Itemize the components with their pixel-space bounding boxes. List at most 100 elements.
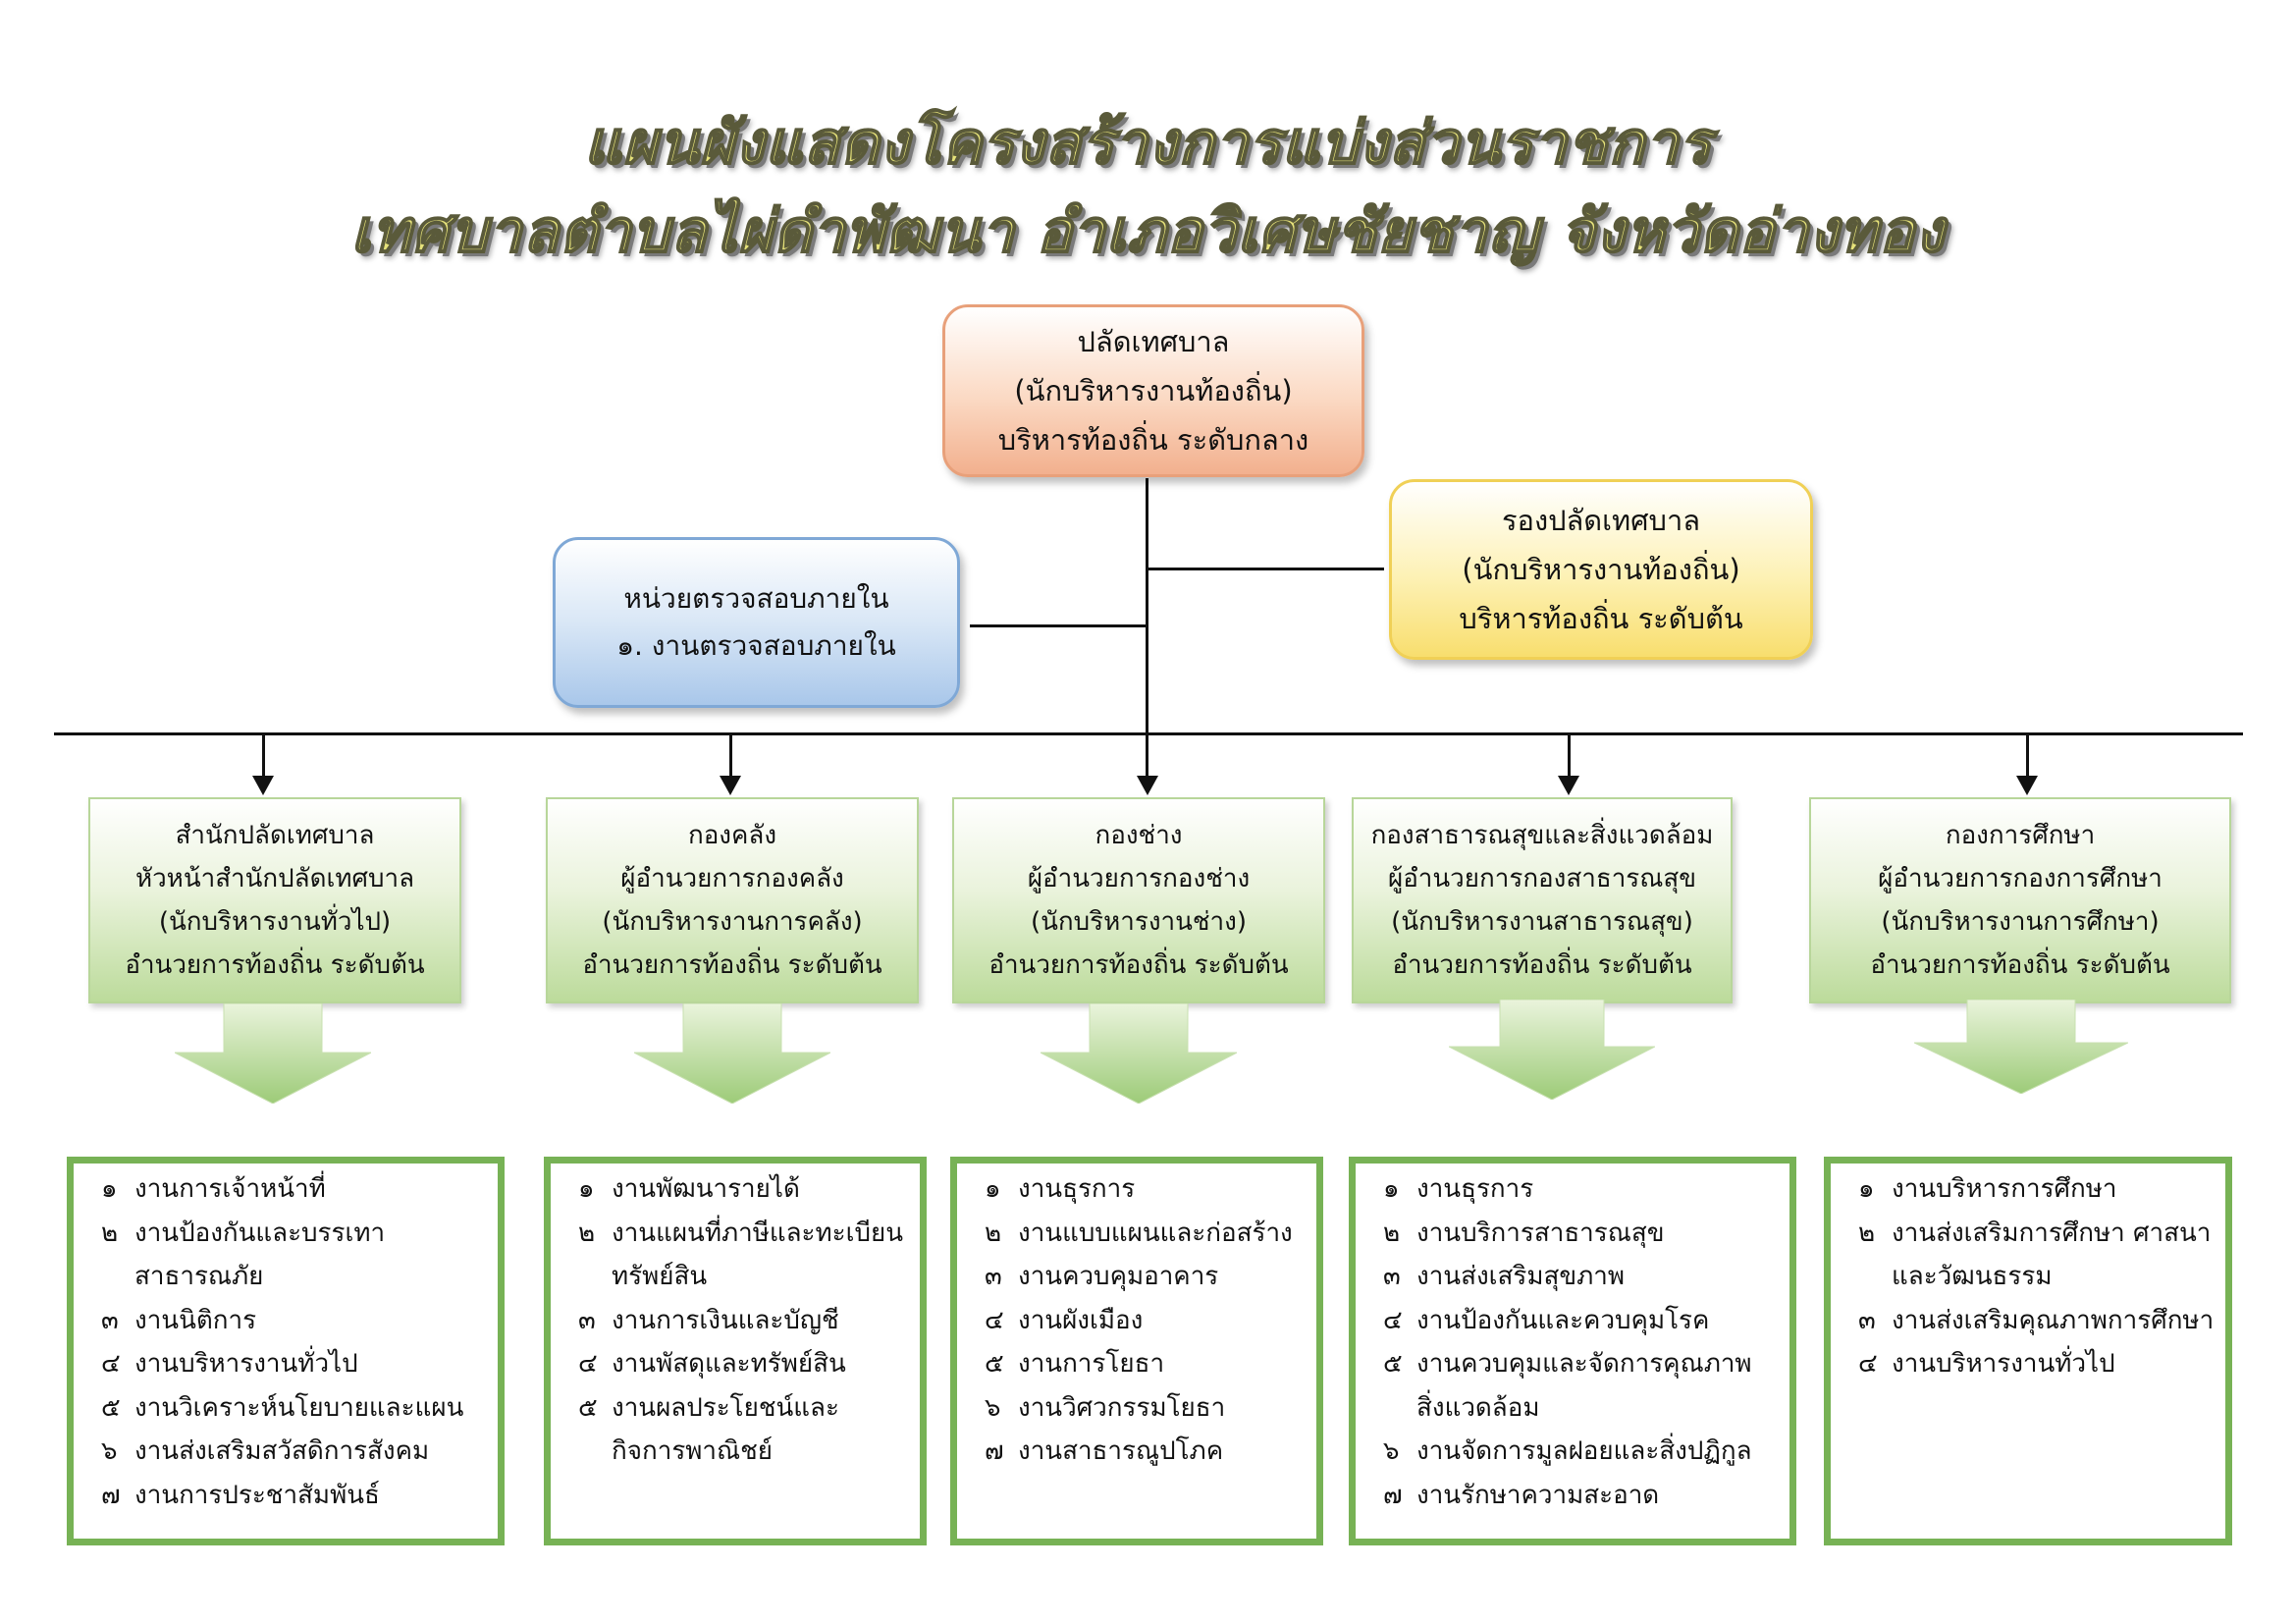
item-text: งานส่งเสริมสุขภาพ <box>1416 1262 1626 1291</box>
task-list-finance: ๑งานพัฒนารายได้ ๒งานแผนที่ภาษีและทะเบียน… <box>544 1157 927 1545</box>
item-number: ๖ <box>985 1392 1001 1423</box>
deputy-clerk-position: (นักบริหารงานท้องถิ่น) <box>1462 553 1740 586</box>
item-text: งานส่งเสริมคุณภาพการศึกษา <box>1892 1305 2215 1335</box>
list-item: ๔งานป้องกันและควบคุมโรค <box>1383 1299 1780 1343</box>
item-text: งานพัสดุและทรัพย์สิน <box>612 1349 846 1379</box>
list-item: ๓งานการเงินและบัญชี <box>578 1299 910 1343</box>
list-item: ๔ งานบริหารงานทั่วไป <box>101 1342 488 1386</box>
list-item: ๖ งานวิศวกรรมโยธา <box>985 1386 1307 1431</box>
item-number: ๗ <box>985 1436 1004 1466</box>
item-number: ๗ <box>1383 1480 1403 1510</box>
list-item: ๑งานธุรการ <box>1383 1167 1780 1212</box>
item-text: งานวิศวกรรมโยธา <box>1018 1392 1226 1423</box>
division-level: อำนวยการท้องถิ่น ระดับต้น <box>988 950 1289 980</box>
list-item: ๓ งานควบคุมอาคาร <box>985 1255 1307 1299</box>
item-text: งานวิเคราะห์นโยบายและแผน <box>134 1392 464 1423</box>
item-text: งานการประชาสัมพันธ์ <box>134 1480 380 1510</box>
item-text: งานควบคุมและจัดการคุณภาพสิ่งแวดล้อม <box>1416 1349 1752 1423</box>
item-number: ๔ <box>101 1349 121 1379</box>
task-list-public-health: ๑งานธุรการ ๒งานบริการสาธารณสุข ๓งานส่งเส… <box>1349 1157 1796 1545</box>
item-number: ๓ <box>1383 1262 1401 1291</box>
item-number: ๔ <box>578 1349 598 1379</box>
item-text: งานธุรการ <box>1416 1174 1534 1204</box>
item-text: งานสาธารณูปโภค <box>1018 1436 1224 1466</box>
division-level: อำนวยการท้องถิ่น ระดับต้น <box>582 950 882 980</box>
item-text: งานบริหารงานทั่วไป <box>134 1349 358 1379</box>
item-text: งานแบบแผนและก่อสร้าง <box>1018 1218 1293 1248</box>
division-name: กองคลัง <box>687 821 777 850</box>
item-number: ๑ <box>1858 1174 1875 1204</box>
item-text: งานส่งเสริมการศึกษา ศาสนา และวัฒนธรรม <box>1892 1218 2212 1292</box>
item-number: ๕ <box>578 1392 598 1423</box>
division-head: ผู้อำนวยการกองสาธารณสุข <box>1387 864 1697 893</box>
list-item: ๗ งานรักษาความสะอาด <box>1383 1474 1780 1518</box>
list-item: ๖งานส่งเสริมสวัสดิการสังคม <box>101 1430 488 1474</box>
municipal-clerk-box: ปลัดเทศบาล (นักบริหารงานท้องถิ่น) บริหาร… <box>942 304 1364 477</box>
drop-line-4 <box>1568 734 1571 776</box>
item-text: งานบริหารการศึกษา <box>1892 1174 2117 1204</box>
division-position: (นักบริหารงานการศึกษา) <box>1881 907 2160 937</box>
item-number: ๒ <box>578 1218 596 1248</box>
item-text: งานควบคุมอาคาร <box>1018 1262 1219 1291</box>
list-item: ๕งานผลประโยชน์และกิจการพาณิชย์ <box>578 1386 910 1474</box>
item-number: ๓ <box>985 1262 1002 1291</box>
division-position: (นักบริหารงานการคลัง) <box>602 907 863 937</box>
block-arrow-down-icon <box>1449 1000 1655 1100</box>
block-arrow-down-icon <box>175 1003 371 1104</box>
deputy-clerk-box: รองปลัดเทศบาล (นักบริหารงานท้องถิ่น) บริ… <box>1389 479 1813 660</box>
list-item: ๑ งานบริหารการศึกษา <box>1858 1167 2216 1212</box>
list-item: ๔งานบริหารงานทั่วไป <box>1858 1342 2216 1386</box>
division-head: ผู้อำนวยการกองช่าง <box>1027 864 1251 893</box>
internal-audit-title: หน่วยตรวจสอบภายใน <box>623 582 889 615</box>
division-head: ผู้อำนวยการกองคลัง <box>620 864 844 893</box>
item-text: งานการเจ้าหน้าที่ <box>134 1174 326 1204</box>
item-number: ๔ <box>1383 1305 1403 1335</box>
list-item: ๑งานธุรการ <box>985 1167 1307 1212</box>
item-number: ๑ <box>101 1174 118 1204</box>
connector-main-vertical <box>1146 478 1148 781</box>
item-text: งานรักษาความสะอาด <box>1416 1480 1660 1510</box>
block-arrow-down-icon <box>634 1003 830 1104</box>
item-number: ๒ <box>101 1218 119 1248</box>
item-text: งานส่งเสริมสวัสดิการสังคม <box>134 1436 430 1466</box>
division-position: (นักบริหารงานทั่วไป) <box>158 907 392 937</box>
drop-line-2 <box>729 734 732 776</box>
item-number: ๔ <box>985 1305 1004 1335</box>
division-level: อำนวยการท้องถิ่น ระดับต้น <box>1392 950 1692 980</box>
block-arrow-down-icon <box>1914 1000 2128 1094</box>
list-item: ๕งานการโยธา <box>985 1342 1307 1386</box>
division-box-office: สำนักปลัดเทศบาล หัวหน้าสำนักปลัดเทศบาล (… <box>88 797 461 1003</box>
list-item: ๕งานวิเคราะห์นโยบายและแผน <box>101 1386 488 1431</box>
division-name: กองช่าง <box>1095 821 1183 850</box>
item-number: ๒ <box>1858 1218 1876 1248</box>
arrowhead-icon <box>720 776 741 795</box>
item-text: งานผังเมือง <box>1018 1305 1144 1335</box>
item-number: ๗ <box>101 1480 121 1510</box>
list-item: ๒ งานแบบแผนและก่อสร้าง <box>985 1212 1307 1256</box>
item-number: ๒ <box>985 1218 1002 1248</box>
item-text: งานป้องกันและบรรเทาสาธารณภัย <box>134 1218 386 1292</box>
arrowhead-icon <box>1137 776 1158 795</box>
drop-line-1 <box>262 734 265 776</box>
horizontal-bus-line <box>54 732 2243 735</box>
division-box-education: กองการศึกษา ผู้อำนวยการกองการศึกษา (นักบ… <box>1809 797 2231 1003</box>
division-level: อำนวยการท้องถิ่น ระดับต้น <box>125 950 425 980</box>
list-item: ๔ งานพัสดุและทรัพย์สิน <box>578 1342 910 1386</box>
item-number: ๔ <box>1858 1349 1878 1379</box>
list-item: ๒ งานป้องกันและบรรเทาสาธารณภัย <box>101 1212 488 1299</box>
item-text: งานนิติการ <box>134 1305 257 1335</box>
item-text: งานพัฒนารายได้ <box>612 1174 800 1204</box>
drop-line-5 <box>2026 734 2029 776</box>
division-position: (นักบริหารงานช่าง) <box>1031 907 1247 937</box>
item-number: ๓ <box>578 1305 596 1335</box>
municipal-clerk-level: บริหารท้องถิ่น ระดับกลาง <box>997 423 1309 457</box>
item-text: งานจัดการมูลฝอยและสิ่งปฏิกูล <box>1416 1436 1752 1466</box>
task-list-office: ๑ งานการเจ้าหน้าที่ ๒ งานป้องกันและบรรเทาส… <box>67 1157 505 1545</box>
list-item: ๒ งานส่งเสริมการศึกษา ศาสนา และวัฒนธรรม <box>1858 1212 2216 1299</box>
list-item: ๗ งานสาธารณูปโภค <box>985 1430 1307 1474</box>
division-head: หัวหน้าสำนักปลัดเทศบาล <box>134 864 415 893</box>
deputy-clerk-level: บริหารท้องถิ่น ระดับต้น <box>1459 602 1743 635</box>
division-name: กองสาธารณสุขและสิ่งแวดล้อม <box>1370 821 1714 850</box>
task-list-education: ๑ งานบริหารการศึกษา ๒ งานส่งเสริมการศึกษา … <box>1824 1157 2232 1545</box>
list-item: ๓ งานส่งเสริมสุขภาพ <box>1383 1255 1780 1299</box>
